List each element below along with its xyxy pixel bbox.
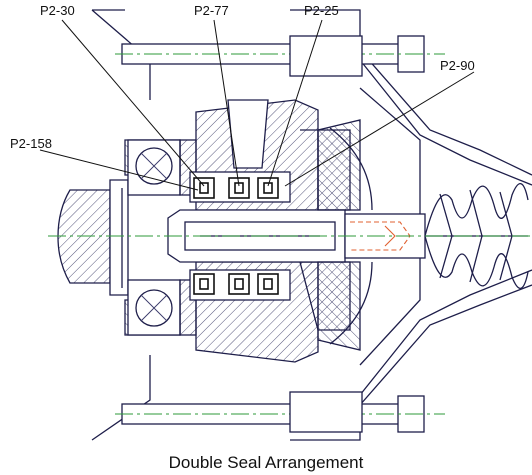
callout-p2-90: P2-90: [440, 58, 475, 73]
lower-bolt: [115, 395, 445, 433]
upper-bolt: [115, 35, 445, 73]
upper-flange: [289, 35, 363, 77]
lower-seal-2: [228, 273, 250, 295]
leader-p2-158: [39, 149, 199, 191]
leader-p2-30: [61, 19, 205, 187]
impeller-hub: [317, 119, 373, 351]
upper-seal-p2-158: [193, 177, 215, 199]
upper-ball-bearing: [135, 147, 173, 185]
callout-p2-158: P2-158: [10, 136, 52, 151]
lower-seal-1: [193, 273, 215, 295]
pump-casing: [91, 9, 532, 441]
upper-seal-p2-77: [228, 177, 250, 199]
motor-shaft: [57, 179, 129, 296]
callout-leaders: [39, 19, 475, 191]
callout-p2-30: P2-30: [40, 3, 75, 18]
upper-seal-p2-25: [257, 177, 279, 199]
leader-p2-90: [284, 71, 475, 187]
diagram-caption: Double Seal Arrangement: [169, 453, 364, 472]
callout-p2-25: P2-25: [304, 3, 339, 18]
lower-seal-3: [257, 273, 279, 295]
leader-p2-77: [213, 19, 240, 187]
leader-p2-25: [267, 19, 323, 187]
lower-ball-bearing: [135, 289, 173, 327]
callout-p2-77: P2-77: [194, 3, 229, 18]
lower-flange: [289, 391, 363, 433]
